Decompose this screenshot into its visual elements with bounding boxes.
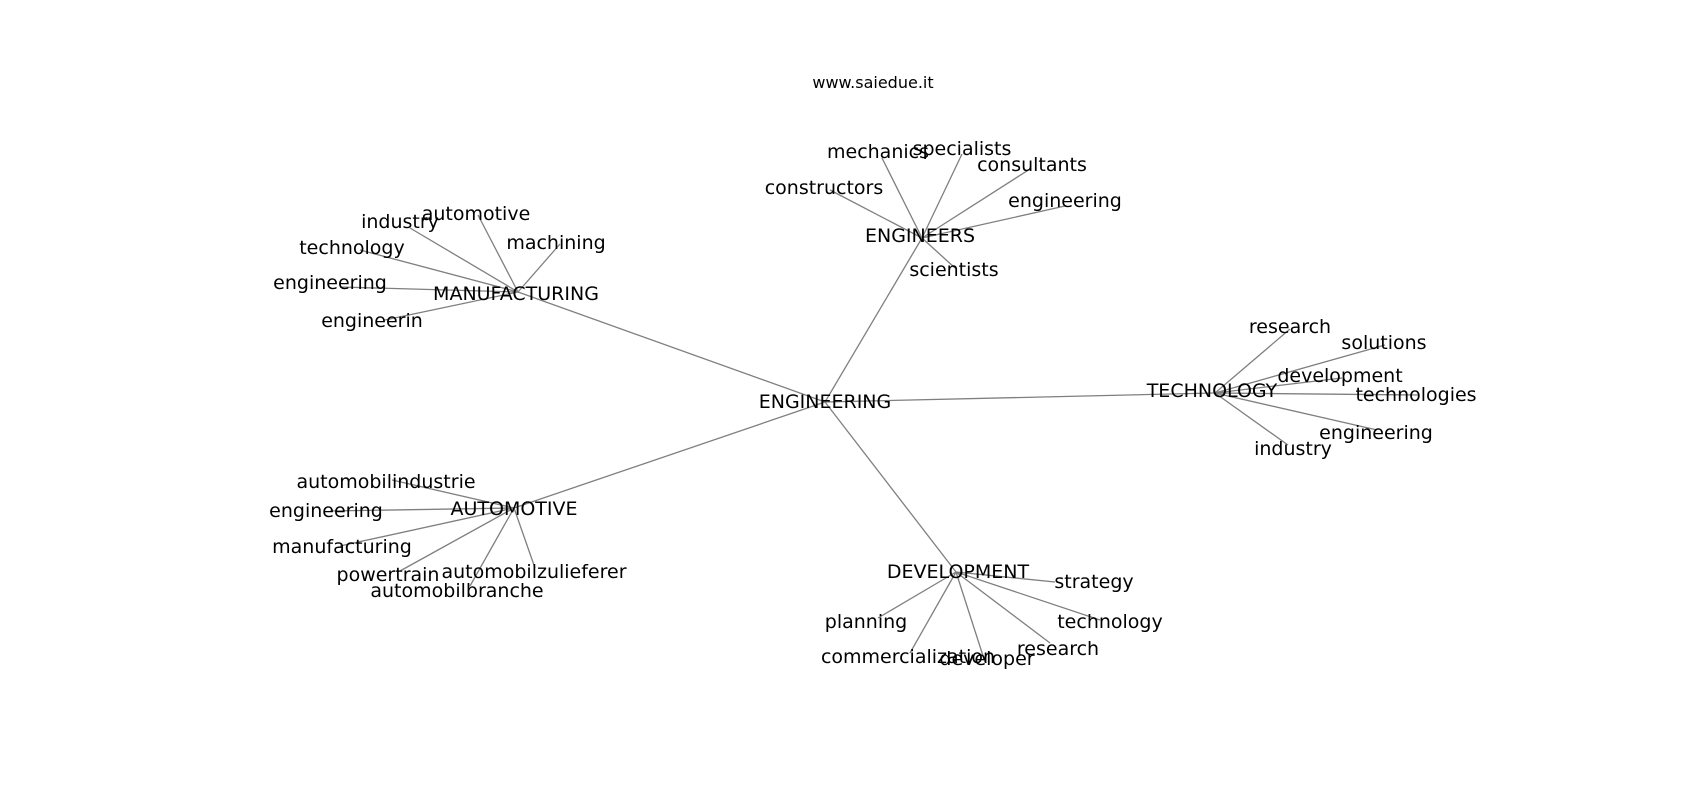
edge-root-technology — [824, 392, 1216, 403]
graph-edges — [329, 153, 1419, 663]
edge-technology-0 — [1214, 328, 1291, 394]
edge-automotive-5 — [469, 507, 515, 587]
edge-root-manufacturing — [517, 291, 826, 403]
hub-label-development: DEVELOPMENT — [887, 561, 1030, 583]
edge-engineers-4 — [921, 205, 1066, 239]
leaf-label-engineers-3: constructors — [765, 177, 884, 199]
leaf-label-manufacturing-4: engineering — [273, 272, 387, 294]
edge-technology-2 — [1214, 377, 1343, 394]
edge-development-2 — [955, 571, 1101, 621]
leaf-label-development-4: developer — [939, 648, 1034, 670]
edge-automotive-0 — [391, 479, 515, 509]
leaf-label-development-5: research — [1017, 638, 1099, 660]
edge-development-1 — [877, 571, 957, 619]
edge-manufacturing-0 — [409, 227, 519, 293]
leaf-label-manufacturing-1: automotive — [422, 203, 531, 225]
edge-technology-3 — [1214, 392, 1419, 396]
leaf-label-technology-1: solutions — [1341, 332, 1426, 354]
watermark: www.saiedue.it — [812, 73, 933, 92]
leaf-label-development-3: commercialization — [821, 646, 995, 668]
leaf-label-automotive-2: manufacturing — [272, 536, 412, 558]
hub-label-technology: TECHNOLOGY — [1146, 380, 1278, 402]
edge-manufacturing-4 — [339, 286, 519, 293]
edge-root-engineers — [824, 237, 923, 403]
leaf-label-technology-4: engineering — [1319, 422, 1433, 444]
leaf-label-development-0: strategy — [1054, 571, 1133, 593]
leaf-label-technology-5: industry — [1254, 438, 1332, 460]
leaf-label-automotive-1: engineering — [269, 500, 383, 522]
leaf-label-manufacturing-3: machining — [506, 232, 605, 254]
leaf-label-automotive-3: powertrain — [337, 564, 440, 586]
leaf-label-manufacturing-2: technology — [299, 237, 405, 259]
edge-root-automotive — [513, 401, 826, 509]
edge-automotive-3 — [399, 507, 515, 572]
leaf-label-automotive-5: automobilbranche — [370, 580, 543, 602]
root-node-label: ENGINEERING — [759, 391, 892, 413]
graph-labels: www.saiedue.it ENGINEERING MANUFACTURING… — [269, 73, 1476, 670]
edge-automotive-2 — [339, 507, 515, 547]
leaf-label-development-1: planning — [825, 611, 907, 633]
leaf-label-engineers-1: specialists — [913, 138, 1012, 160]
edge-manufacturing-1 — [477, 214, 519, 293]
hub-label-manufacturing: MANUFACTURING — [433, 283, 599, 305]
edge-technology-4 — [1214, 392, 1378, 431]
edge-automotive-4 — [513, 507, 536, 569]
leaf-label-manufacturing-5: engineerin — [321, 310, 423, 332]
leaf-label-engineers-4: engineering — [1008, 190, 1122, 212]
edge-development-0 — [955, 571, 1056, 583]
leaf-label-technology-2: development — [1277, 365, 1402, 387]
edge-automotive-1 — [329, 507, 515, 512]
leaf-label-engineers-0: mechanics — [827, 141, 929, 163]
edge-development-5 — [955, 571, 1051, 644]
edge-root-development — [824, 401, 957, 573]
edge-engineers-2 — [921, 168, 1031, 239]
leaf-label-engineers-5: scientists — [909, 259, 998, 281]
edge-development-4 — [955, 571, 986, 663]
leaf-label-automotive-0: automobilindustrie — [296, 471, 475, 493]
edge-technology-5 — [1214, 392, 1289, 446]
edge-engineers-3 — [829, 189, 923, 239]
edge-manufacturing-2 — [359, 249, 519, 293]
edge-technology-1 — [1214, 344, 1386, 394]
edge-manufacturing-3 — [517, 243, 561, 293]
leaf-label-technology-3: technologies — [1355, 384, 1476, 406]
leaf-label-engineers-2: consultants — [977, 154, 1087, 176]
edge-development-3 — [909, 571, 957, 654]
leaf-label-technology-0: research — [1249, 316, 1331, 338]
leaf-label-manufacturing-0: industry — [361, 211, 439, 233]
edge-engineers-1 — [921, 153, 963, 239]
edge-engineers-0 — [881, 157, 923, 239]
hub-label-engineers: ENGINEERS — [865, 225, 975, 247]
edge-manufacturing-5 — [384, 291, 519, 321]
leaf-label-automotive-4: automobilzulieferer — [441, 561, 626, 583]
edge-engineers-5 — [921, 237, 956, 269]
hub-label-automotive: AUTOMOTIVE — [450, 498, 577, 520]
leaf-label-development-2: technology — [1057, 611, 1163, 633]
